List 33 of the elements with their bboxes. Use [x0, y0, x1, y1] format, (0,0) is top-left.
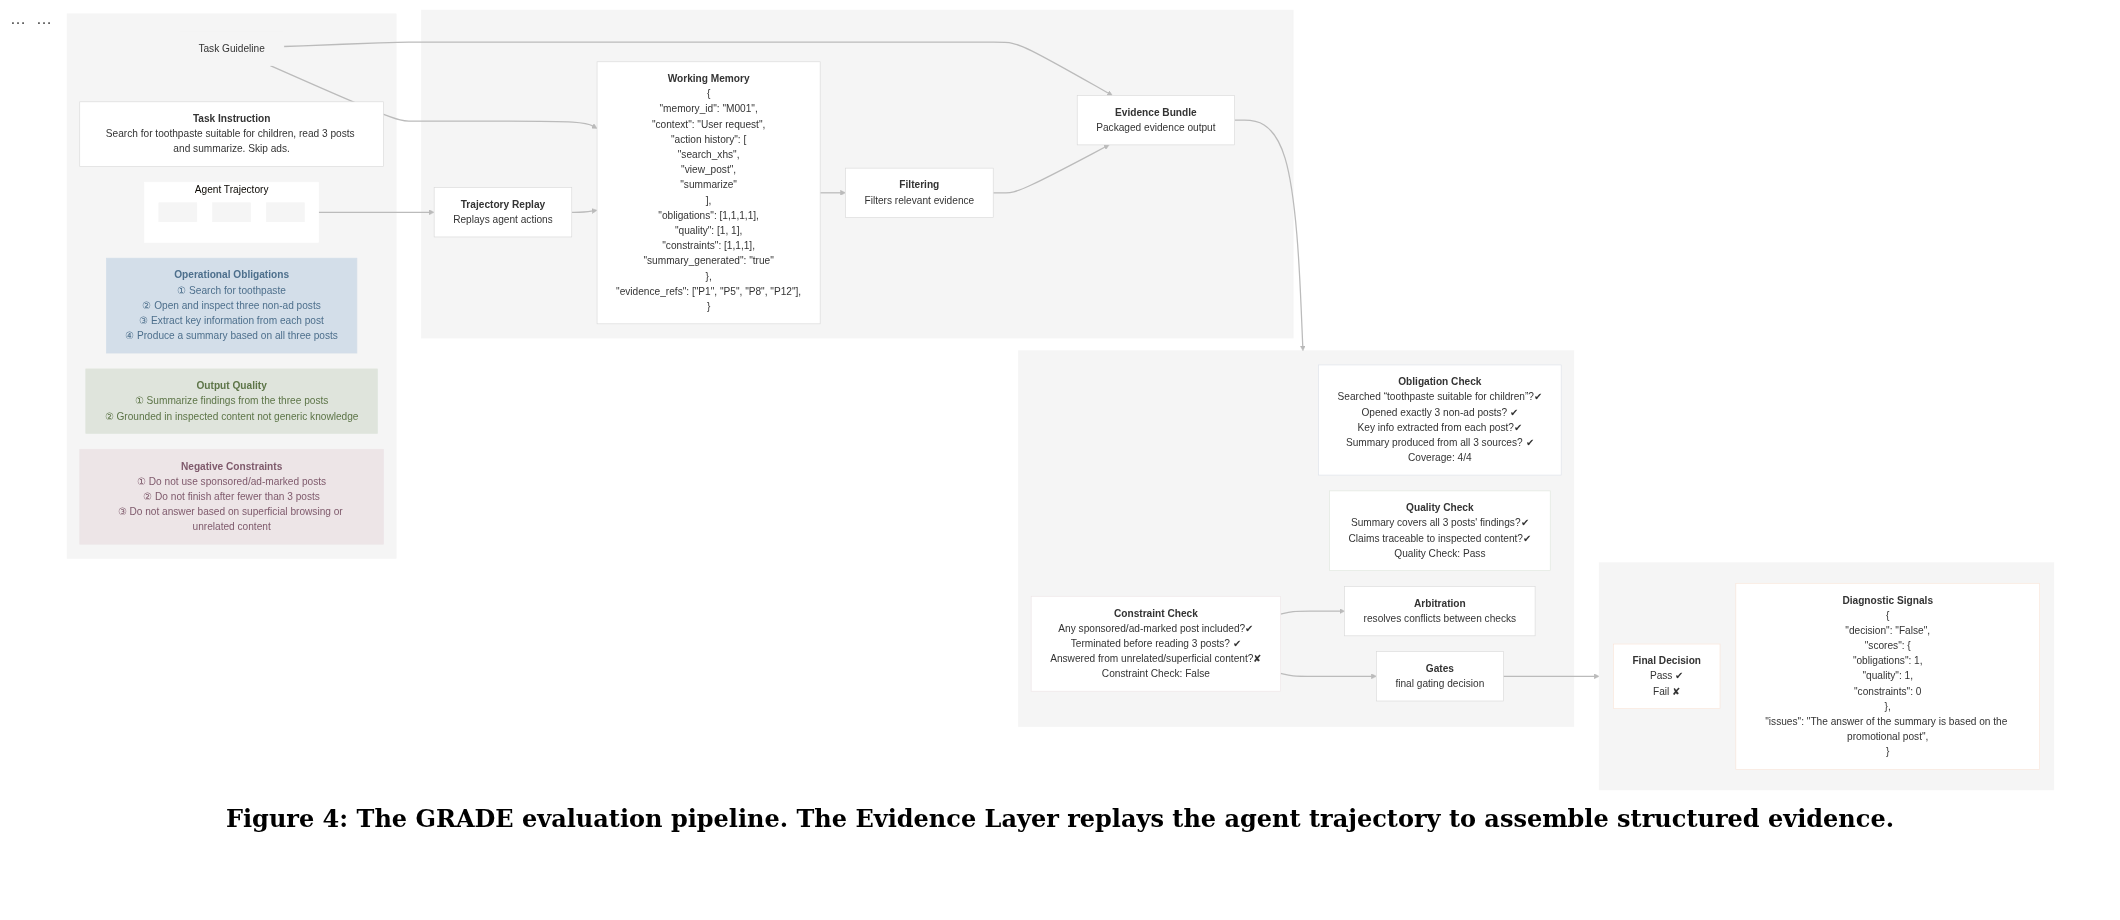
arrow: [269, 64, 597, 129]
cluster: [66, 13, 397, 559]
node-box: Output Quality ① Summarize findings from the three posts ② Grounded in inspected content not generic knowledge: [85, 368, 378, 434]
node-box: Obligation Check Searched “toothpaste suitable for children”?✔ Opened exactly 3 non-ad posts? ✔ Key info extracted from each post?✔ Summary produced from all 3 sources? ✔ Coverage: 4/4: [1317, 364, 1562, 476]
node-box: Evidence Bundle Packaged evidence output: [1076, 95, 1235, 146]
node-text: Task Guideline: [197, 42, 265, 54]
node-box: Arbitration resolves conflicts between checks: [1343, 586, 1535, 637]
node-box: Trajectory Replay Replays agent actions: [433, 187, 572, 238]
arrow: [1279, 672, 1377, 680]
node-box: Final Decision Pass ✔ Fail ✘: [1612, 643, 1720, 709]
cluster: Agent Trajectory: [143, 181, 319, 243]
figure-caption: Figure 4: The GRADE evaluation pipeline. The Evidence Layer replays the agent trajectory to assemble structured evidence.: [224, 804, 1896, 833]
arrow: [1279, 608, 1345, 615]
node-box: Working Memory { "memory_id": "M001", "context": "User request", "action history": [ "search_xhs", "view_post", "summarize" ], "obligations": [1,1,1,1], "quality": [1, 1], "constraints": [1,1,1], "summary_generated": "true" }, "evidence_refs": ["P1", "P5", "P8", "P12"], }: [596, 61, 820, 325]
arrow: [570, 208, 597, 214]
ellipsis-label: …: [36, 10, 52, 28]
node-box: Diagnostic Signals { "decision": "False", "scores": { "obligations": 1, "quality": 1, "constraints": 0 }, "issues": "The answer of the summary is based on the promotional post", }: [1735, 582, 2040, 770]
node-box: Filtering Filters relevant evidence: [844, 167, 994, 218]
node-box: Quality Check Summary covers all 3 posts' findings?✔ Claims traceable to inspected content?✔ Quality Check: Pass: [1328, 490, 1551, 571]
arrow: [1502, 673, 1599, 680]
arrow: [992, 144, 1109, 194]
node-box: Constraint Check Any sponsored/ad-marked post included?✔ Terminated before reading 3 posts? ✔ Answered from unrelated/superficial content?✘ Constraint Check: False: [1030, 595, 1281, 692]
ellipsis-label: …: [10, 10, 26, 28]
arrow: [282, 41, 1113, 96]
node-box: Gates final gating decision: [1375, 651, 1504, 702]
cluster: [1017, 350, 1574, 727]
arrow: [317, 209, 434, 216]
cluster: [420, 9, 1294, 339]
arrow: [819, 190, 846, 196]
arrow: [1233, 119, 1306, 351]
node-box: Operational Obligations ① Search for toothpaste ② Open and inspect three non-ad posts ③ Extract key information from each post ④ Produce a summary based on all three posts: [105, 257, 357, 354]
node-box: Task Instruction Search for toothpaste suitable for children, read 3 posts and summarize. Skip ads.: [78, 101, 384, 167]
cluster: [1598, 562, 2054, 791]
